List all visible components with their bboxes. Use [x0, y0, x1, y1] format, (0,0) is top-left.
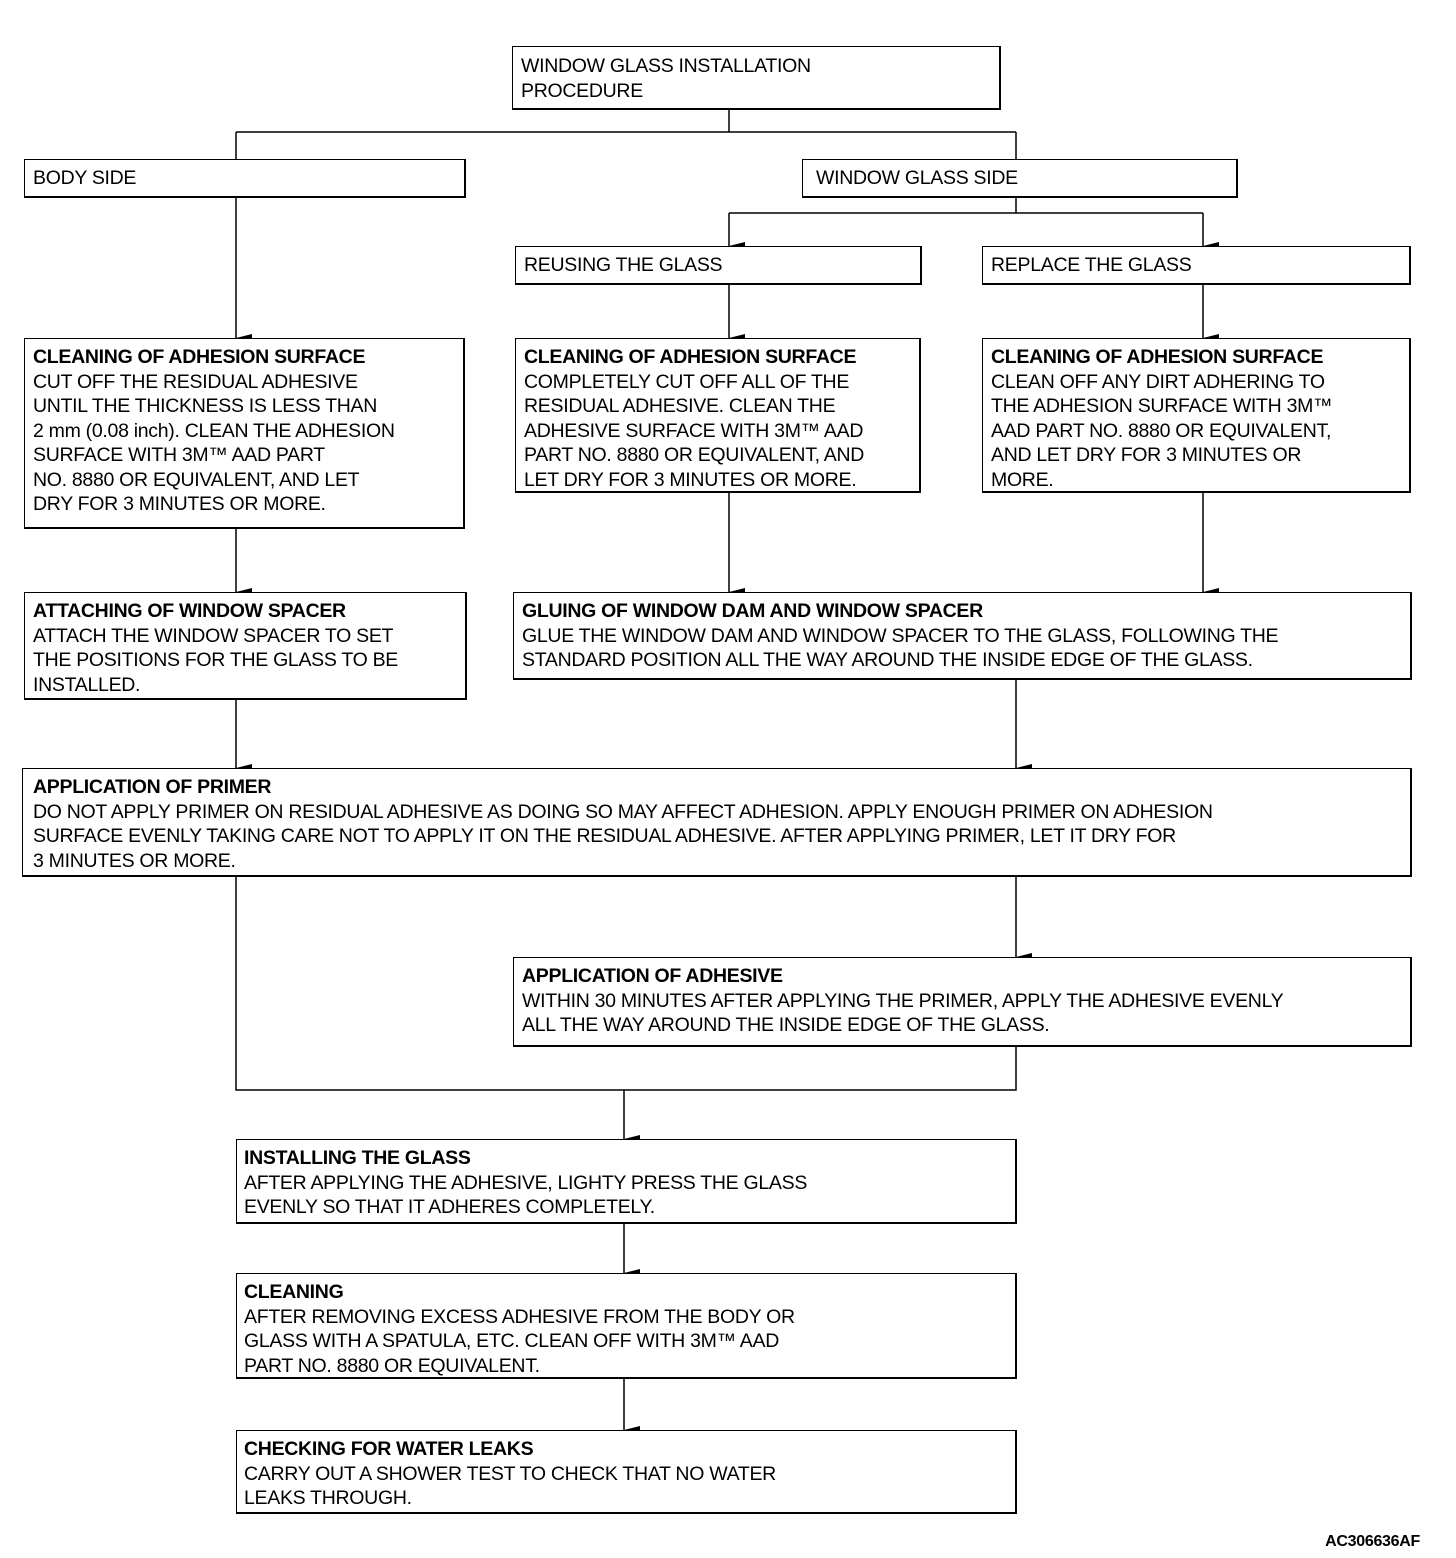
step-heading: CLEANING OF ADHESION SURFACE: [524, 346, 857, 368]
step-heading: INSTALLING THE GLASS: [244, 1147, 471, 1169]
body-side-box: BODY SIDE: [24, 159, 466, 198]
replace-glass-box: REPLACE THE GLASS: [982, 246, 1411, 285]
figure-code: AC306636AF: [1325, 1533, 1420, 1550]
window-glass-side-box: WINDOW GLASS SIDE: [802, 159, 1238, 198]
step-text: WITHIN 30 MINUTES AFTER APPLYING THE PRI…: [522, 989, 1284, 1037]
step-text: ATTACH THE WINDOW SPACER TO SET THE POSI…: [33, 624, 399, 696]
window-glass-side-label: WINDOW GLASS SIDE: [816, 167, 1018, 189]
step-heading: GLUING OF WINDOW DAM AND WINDOW SPACER: [522, 600, 983, 622]
glass-side-connector: [729, 197, 1203, 214]
step-text: GLUE THE WINDOW DAM AND WINDOW SPACER TO…: [522, 624, 1279, 672]
step-heading: CLEANING OF ADHESION SURFACE: [991, 346, 1324, 368]
title-connector: [235, 109, 1017, 159]
title: WINDOW GLASS INSTALLATION PROCEDURE: [521, 55, 811, 102]
step-heading: APPLICATION OF ADHESIVE: [522, 965, 783, 987]
step-text: AFTER APPLYING THE ADHESIVE, LIGHTY PRES…: [244, 1171, 808, 1219]
step-heading: APPLICATION OF PRIMER: [33, 776, 272, 798]
step-text: CLEAN OFF ANY DIRT ADHERING TO THE ADHES…: [991, 370, 1333, 491]
step-text: CUT OFF THE RESIDUAL ADHESIVE UNTIL THE …: [33, 370, 395, 516]
title-box: WINDOW GLASS INSTALLATION PROCEDURE: [512, 46, 1001, 110]
merge-connector: [235, 876, 1017, 1091]
replace-glass-label: REPLACE THE GLASS: [991, 254, 1192, 276]
step-text: DO NOT APPLY PRIMER ON RESIDUAL ADHESIVE…: [33, 800, 1213, 872]
step-text: CARRY OUT A SHOWER TEST TO CHECK THAT NO…: [244, 1462, 776, 1510]
step-heading: CLEANING: [244, 1281, 344, 1303]
step-text: AFTER REMOVING EXCESS ADHESIVE FROM THE …: [244, 1305, 795, 1377]
step-heading: CLEANING OF ADHESION SURFACE: [33, 346, 366, 368]
reusing-glass-box: REUSING THE GLASS: [515, 246, 922, 285]
body-side-label: BODY SIDE: [33, 167, 137, 189]
reusing-glass-label: REUSING THE GLASS: [524, 254, 723, 276]
step-heading: ATTACHING OF WINDOW SPACER: [33, 600, 346, 622]
step-text: COMPLETELY CUT OFF ALL OF THE RESIDUAL A…: [524, 370, 865, 491]
step-heading: CHECKING FOR WATER LEAKS: [244, 1438, 534, 1460]
